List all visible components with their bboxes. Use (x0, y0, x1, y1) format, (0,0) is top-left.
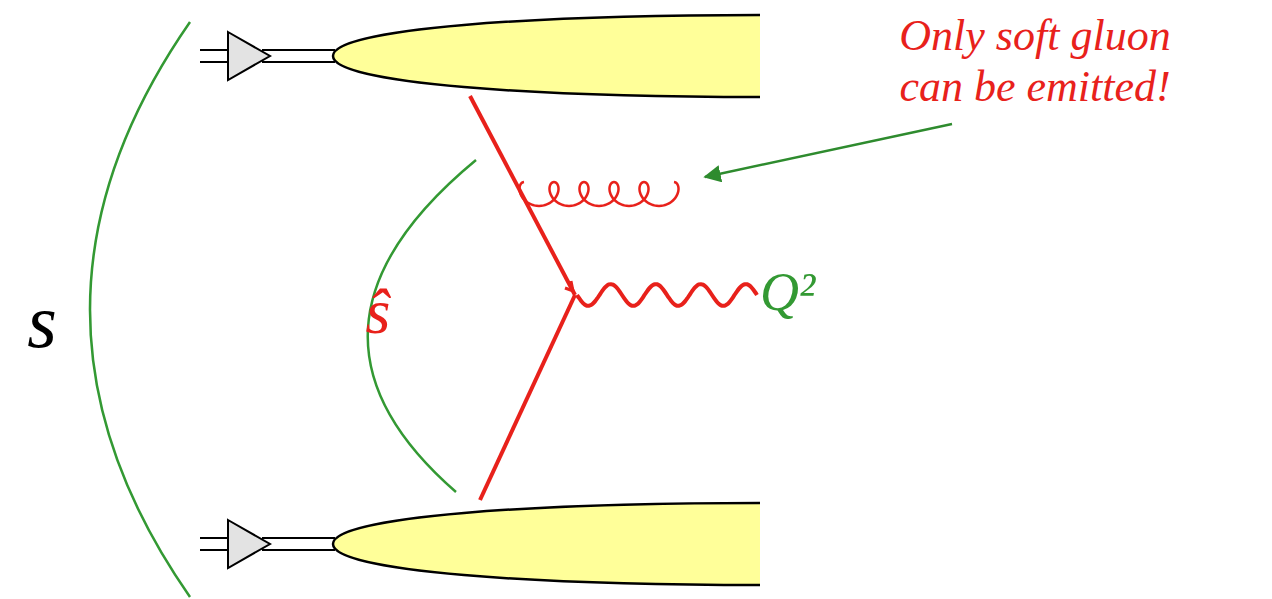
gluon-line (519, 182, 678, 206)
leader-arrow (705, 124, 952, 177)
quark-arrow (565, 281, 573, 291)
energy-label: s (27, 278, 57, 365)
scale-label: Q² (760, 261, 815, 323)
energy-label: ŝ (366, 275, 391, 349)
hadron (200, 503, 760, 585)
arc-s (90, 22, 190, 597)
annotation: Only soft gluon can be emitted! (865, 11, 1205, 112)
quark-line (480, 295, 575, 500)
hadron (200, 15, 760, 97)
photon-line (577, 284, 757, 306)
